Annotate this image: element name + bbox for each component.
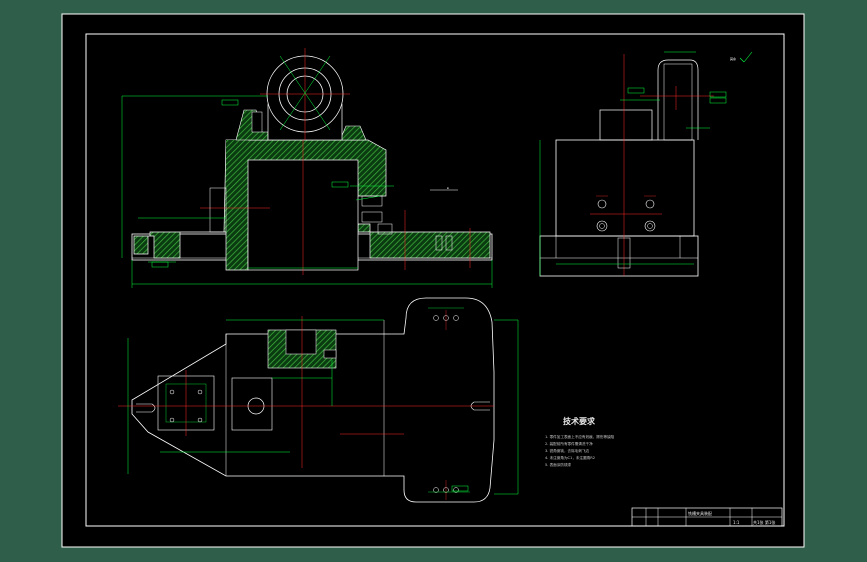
roughness-note: 其余 [730,56,736,61]
outer-frame [61,13,805,548]
side-view [539,51,753,277]
title-block [631,507,783,527]
tech-req-item: 1. 零件加工表面上不应有划痕、擦伤等缺陷 [545,434,615,439]
tech-req-item: 5. 表面涂防锈漆 [545,462,572,467]
tech-req-title: 技术要求 [563,416,596,426]
inner-frame [85,33,785,527]
tech-req-item: 4. 未注倒角为C1，未注圆角R2 [545,455,595,460]
center-mark: ▪ [447,186,449,190]
title-block-name: 铣槽夹具装配 [688,510,712,516]
tech-req-item: 3. 锐角倒钝，去除毛刺飞边 [545,448,590,453]
title-block-scale: 1:1 [733,520,740,525]
top-view [118,297,519,503]
front-view-section [121,48,493,288]
title-block-sheet: 共1张 第1张 [753,519,775,525]
tech-req-item: 2. 装配前所有零件需清洗干净 [545,441,593,446]
